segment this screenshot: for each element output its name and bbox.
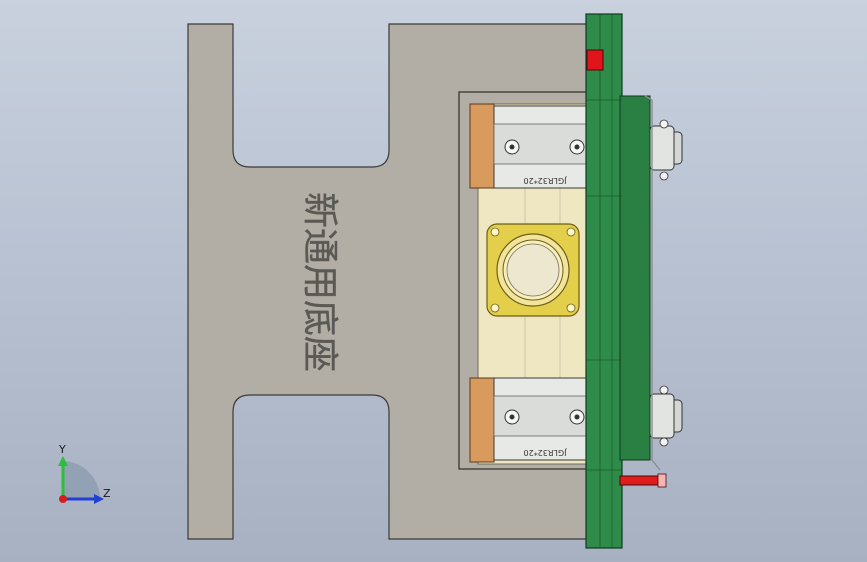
triad-z-label: Z [103,487,111,500]
triad-y-label: Y [58,443,66,456]
view-triad-icon[interactable]: Y Z [58,443,111,504]
red-block[interactable] [586,49,604,71]
red-pin[interactable] [619,473,667,488]
green-mounting-plate[interactable] [585,13,651,549]
orange-block-top[interactable] [469,103,495,189]
cylinder-top-label: JGLR32*20 [524,176,568,185]
orange-block-bottom[interactable] [469,377,495,463]
base-plate-label: 新通用底座 [299,192,340,372]
bracket-wire [644,95,661,471]
cylinder-bottom-label: JGLR32*20 [524,448,568,457]
flange-bushing[interactable] [486,223,580,317]
